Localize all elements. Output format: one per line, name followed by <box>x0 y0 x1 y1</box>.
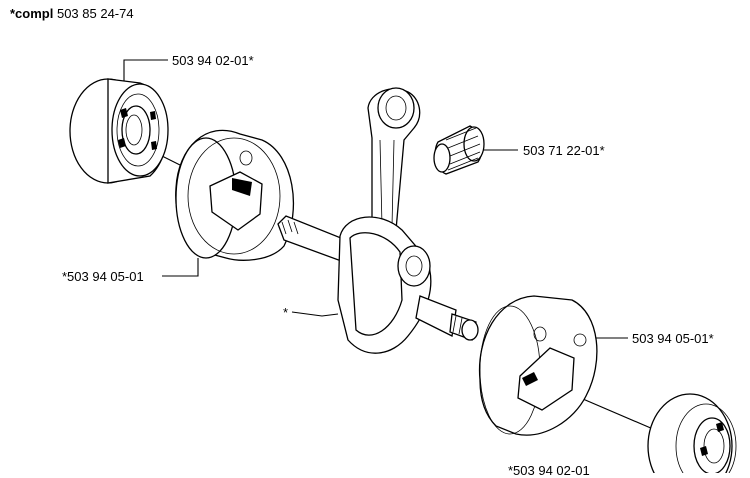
connecting-rod-icon <box>367 87 421 233</box>
assembly-header: *compl 503 85 24-74 <box>10 6 134 22</box>
label-flywheel-right: 503 94 05-01* <box>632 331 714 346</box>
leader-bearing-top-left <box>123 59 168 82</box>
label-bearing-top-left: 503 94 02-01* <box>172 53 254 68</box>
ball-bearing-icon <box>69 78 169 184</box>
needle-bearing-icon <box>433 125 485 175</box>
label-bearing-bottom-right: *503 94 02-01 <box>508 463 590 478</box>
crank-web-icon <box>175 129 295 261</box>
crank-web-icon <box>478 295 598 436</box>
ball-bearing-icon <box>647 393 737 473</box>
crankshaft-icon <box>277 215 479 354</box>
label-crankshaft: * <box>283 305 289 320</box>
header-part-number: 503 85 24-74 <box>56 6 134 21</box>
label-flywheel-left: *503 94 05-01 <box>62 269 144 284</box>
leader-flywheel-left <box>162 258 199 277</box>
header-prefix: *compl <box>10 6 54 21</box>
leader-crankshaft <box>291 311 339 317</box>
label-needle-bearing: 503 71 22-01* <box>523 143 605 158</box>
